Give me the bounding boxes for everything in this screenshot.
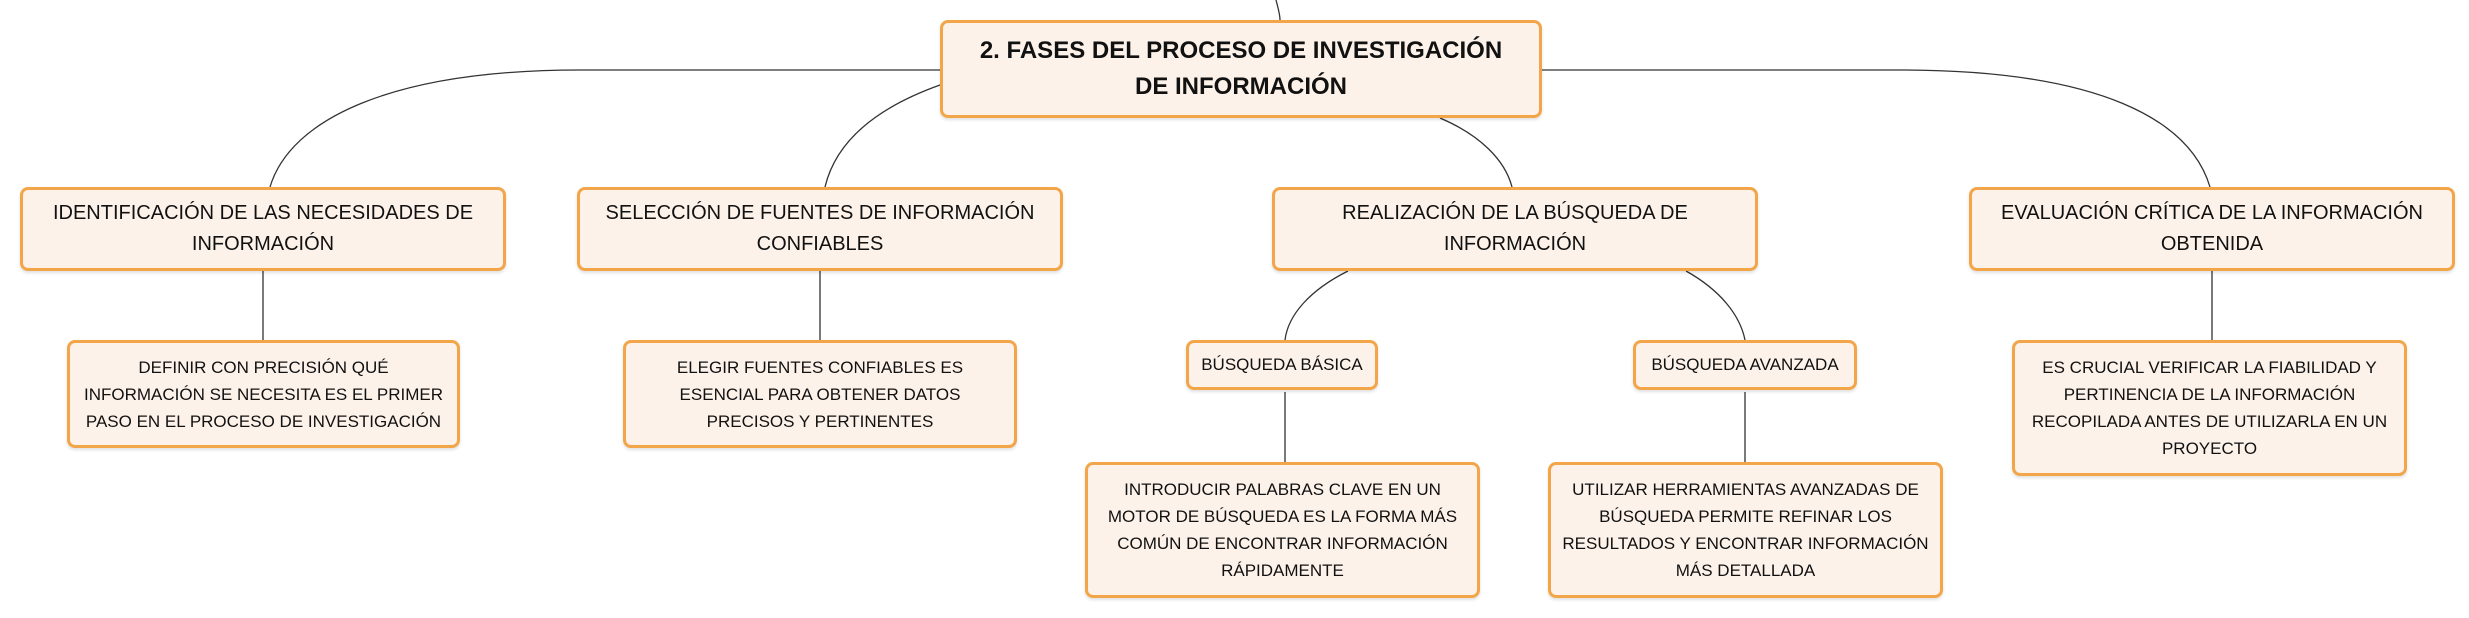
root-topic-label: 2. FASES DEL PROCESO DE INVESTIGACIÓN DE… <box>979 37 1503 100</box>
sub-advanced-search-detail-node[interactable]: UTILIZAR HERRAMIENTAS AVANZADAS DE BÚSQU… <box>1548 462 1943 598</box>
sub-advanced-search-detail-text: UTILIZAR HERRAMIENTAS AVANZADAS DE BÚSQU… <box>1562 480 1929 580</box>
sub-advanced-search-node[interactable]: BÚSQUEDA AVANZADA <box>1633 340 1857 390</box>
sub-basic-search-detail-text: INTRODUCIR PALABRAS CLAVE EN UN MOTOR DE… <box>1107 480 1458 580</box>
connector-root-phase-4 <box>1542 69 2211 188</box>
sub-basic-search-detail-node[interactable]: INTRODUCIR PALABRAS CLAVE EN UN MOTOR DE… <box>1085 462 1480 598</box>
sub-basic-search-node[interactable]: BÚSQUEDA BÁSICA <box>1186 340 1378 390</box>
phase-4-node[interactable]: EVALUACIÓN CRÍTICA DE LA INFORMACIÓN OBT… <box>1969 187 2455 271</box>
connector-root-phase-3 <box>1439 117 1513 188</box>
sub-basic-search-label: BÚSQUEDA BÁSICA <box>1201 355 1363 374</box>
phase-1-detail-node[interactable]: DEFINIR CON PRECISIÓN QUÉ INFORMACIÓN SE… <box>67 340 460 448</box>
phase-2-detail-text: ELEGIR FUENTES CONFIABLES ES ESENCIAL PA… <box>676 357 964 431</box>
phase-3-label: REALIZACIÓN DE LA BÚSQUEDA DE INFORMACIÓ… <box>1342 202 1688 255</box>
root-topic[interactable]: 2. FASES DEL PROCESO DE INVESTIGACIÓN DE… <box>940 20 1542 118</box>
phase-4-detail-node[interactable]: ES CRUCIAL VERIFICAR LA FIABILIDAD Y PER… <box>2012 340 2407 476</box>
connector-phase-3-sub-advanced <box>1685 270 1746 341</box>
phase-3-node[interactable]: REALIZACIÓN DE LA BÚSQUEDA DE INFORMACIÓ… <box>1272 187 1758 271</box>
connector-root-phase-1 <box>269 69 940 188</box>
connector-incoming-root <box>1275 0 1281 21</box>
phase-1-label: IDENTIFICACIÓN DE LAS NECESIDADES DE INF… <box>52 202 474 255</box>
phase-4-detail-text: ES CRUCIAL VERIFICAR LA FIABILIDAD Y PER… <box>2031 358 2388 458</box>
phase-1-node[interactable]: IDENTIFICACIÓN DE LAS NECESIDADES DE INF… <box>20 187 506 271</box>
phase-1-detail-text: DEFINIR CON PRECISIÓN QUÉ INFORMACIÓN SE… <box>84 357 443 431</box>
connector-root-phase-2 <box>824 84 941 188</box>
phase-2-detail-node[interactable]: ELEGIR FUENTES CONFIABLES ES ESENCIAL PA… <box>623 340 1017 448</box>
sub-advanced-search-label: BÚSQUEDA AVANZADA <box>1651 355 1839 374</box>
phase-2-label: SELECCIÓN DE FUENTES DE INFORMACIÓN CONF… <box>605 202 1035 255</box>
phase-4-label: EVALUACIÓN CRÍTICA DE LA INFORMACIÓN OBT… <box>2001 202 2423 255</box>
connector-phase-3-sub-basic <box>1284 270 1349 341</box>
phase-2-node[interactable]: SELECCIÓN DE FUENTES DE INFORMACIÓN CONF… <box>577 187 1063 271</box>
